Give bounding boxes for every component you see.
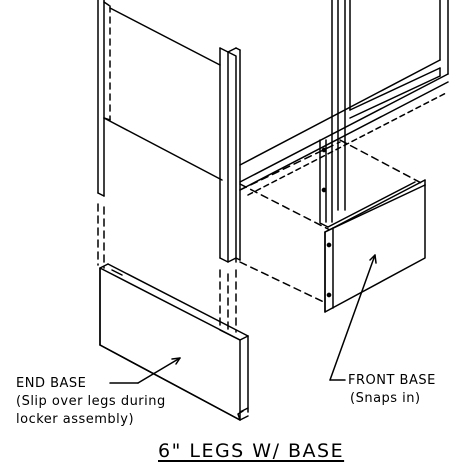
end-base xyxy=(99,263,249,421)
center-leg xyxy=(219,47,241,263)
front-base xyxy=(319,139,426,313)
left-leg xyxy=(97,0,111,197)
diagram-title: 6" LEGS W/ BASE xyxy=(158,440,345,462)
front-base-label: FRONT BASE xyxy=(348,373,436,388)
end-base-note-line1: (Slip over legs during xyxy=(16,394,166,409)
leader-lines xyxy=(109,254,377,384)
front-base-note: (Snaps in) xyxy=(350,391,421,406)
locker-frame xyxy=(239,0,449,223)
end-base-note-line2: locker assembly) xyxy=(16,412,135,427)
alignment-guides xyxy=(97,139,426,335)
side-panel xyxy=(103,7,223,181)
end-base-label: END BASE xyxy=(16,376,87,391)
